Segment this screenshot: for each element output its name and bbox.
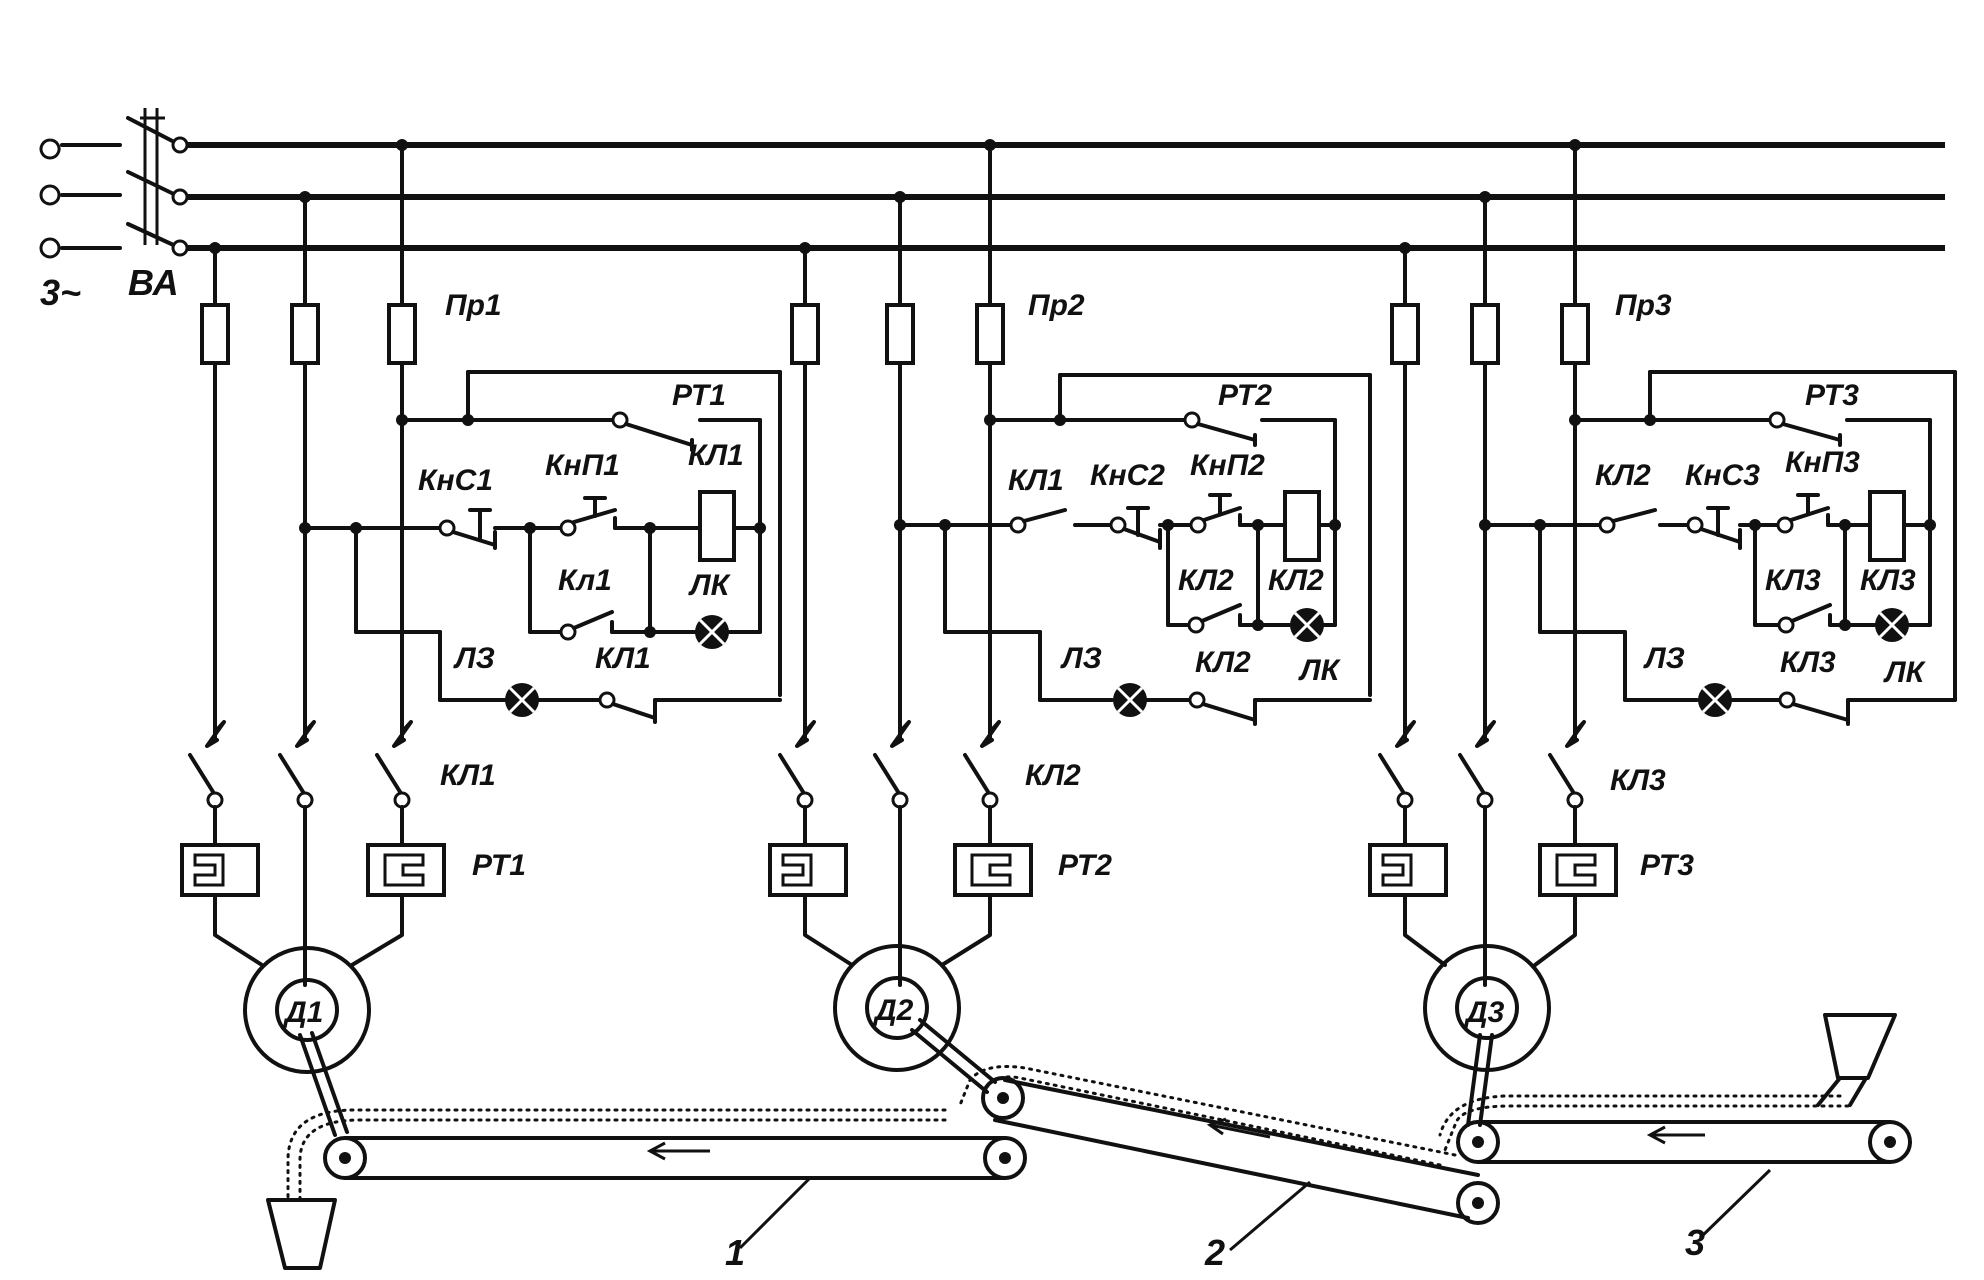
motor-3: Д3 — [1403, 893, 1577, 1127]
start-button-1: КнП1 — [545, 449, 620, 482]
stop-button-3: КнС3 — [1685, 459, 1760, 492]
lamp-on-label-3: ЛК — [1883, 656, 1927, 689]
lamp-on-label-1: ЛК — [688, 569, 732, 602]
section-3: Пр3 РТ3 КЛ2 КнС3 — [1368, 139, 1957, 1127]
control-circuit-1: РТ1 КЛ1 КнС1 КнП1 — [299, 370, 782, 724]
start-button-3: КнП3 — [1785, 446, 1860, 479]
lamp-off-contact-3: КЛ3 — [1780, 646, 1836, 679]
lamp-off-label-3: ЛЗ — [1643, 642, 1685, 675]
fuse-label-3: Пр3 — [1615, 289, 1672, 322]
start-button-2: КнП2 — [1190, 449, 1265, 482]
main-contacts-3: КЛ3 — [1378, 720, 1666, 987]
power-feeders-1 — [209, 139, 408, 742]
fuses-2: Пр2 — [790, 289, 1085, 365]
interlock-label-3: КЛ2 — [1595, 459, 1651, 492]
selfhold-label-3: КЛ3 — [1765, 564, 1821, 597]
motor-1: Д1 — [213, 893, 404, 1137]
thermal-label-3: РТ3 — [1640, 849, 1694, 882]
selfhold-label-2: КЛ2 — [1178, 564, 1234, 597]
lamp-off-contact-2: КЛ2 — [1195, 646, 1251, 679]
main-contact-label-2: КЛ2 — [1025, 759, 1081, 792]
control-circuit-3: РТ3 КЛ2 КнС3 КнП3 — [1479, 370, 1957, 726]
main-contact-label-1: КЛ1 — [440, 759, 496, 792]
thermal-relays-3: РТ3 — [1368, 843, 1694, 897]
fuse-label-1: Пр1 — [445, 289, 502, 322]
coil-label-3: КЛ3 — [1860, 564, 1916, 597]
contactor-top-label-1: КЛ1 — [688, 439, 744, 472]
stop-button-2: КнС2 — [1090, 459, 1165, 492]
selfhold-label-1: Кл1 — [558, 564, 612, 597]
conveyor-label-2: 2 — [1204, 1232, 1225, 1273]
relay-top-label-1: РТ1 — [672, 379, 726, 412]
section-1: Пр1 РТ1 КЛ1 КнС1 — [180, 139, 782, 1137]
motor-label-1: Д1 — [282, 996, 323, 1029]
main-contact-label-3: КЛ3 — [1610, 764, 1666, 797]
interlock-label-2: КЛ1 — [1008, 464, 1064, 497]
fuses-3: Пр3 — [1390, 289, 1672, 365]
main-contacts-1: КЛ1 — [188, 720, 496, 987]
supply-input: 3~ — [39, 138, 122, 313]
thermal-label-2: РТ2 — [1058, 849, 1112, 882]
conveyor-2: 2 — [958, 1065, 1500, 1273]
fuses-1: Пр1 — [200, 289, 502, 365]
coil-label-2: КЛ2 — [1268, 564, 1324, 597]
power-feeders-3 — [1399, 139, 1581, 742]
phase-label: 3~ — [40, 272, 81, 313]
fuse-label-2: Пр2 — [1028, 289, 1085, 322]
power-feeders-2 — [799, 139, 996, 742]
lamp-off-label-2: ЛЗ — [1060, 642, 1102, 675]
conveyor-label-3: 3 — [1685, 1222, 1705, 1263]
relay-top-label-3: РТ3 — [1805, 379, 1859, 412]
thermal-relays-1: РТ1 — [180, 843, 526, 897]
breaker-label: ВА — [128, 262, 179, 303]
motor-label-2: Д2 — [872, 994, 914, 1027]
thermal-relays-2: РТ2 — [768, 843, 1112, 897]
stop-button-1: КнС1 — [418, 464, 493, 497]
circuit-breaker: ВА — [126, 108, 189, 303]
main-contacts-2: КЛ2 — [778, 720, 1081, 987]
motor-label-3: Д3 — [1463, 996, 1505, 1029]
conveyor-3: 3 — [1438, 1013, 1912, 1263]
conveyor-1: 1 — [266, 1108, 1027, 1273]
control-circuit-2: РТ2 КЛ1 КнС2 КнП2 — [894, 373, 1372, 726]
busbars — [188, 142, 1945, 251]
thermal-label-1: РТ1 — [472, 849, 526, 882]
lamp-off-label-1: ЛЗ — [453, 642, 495, 675]
relay-top-label-2: РТ2 — [1218, 379, 1272, 412]
conveyor-label-1: 1 — [725, 1232, 745, 1273]
section-2: Пр2 РТ2 КЛ1 КнС2 — [768, 139, 1372, 1094]
lamp-on-label-2: ЛК — [1298, 654, 1342, 687]
lamp-off-contact-1: КЛ1 — [595, 642, 651, 675]
